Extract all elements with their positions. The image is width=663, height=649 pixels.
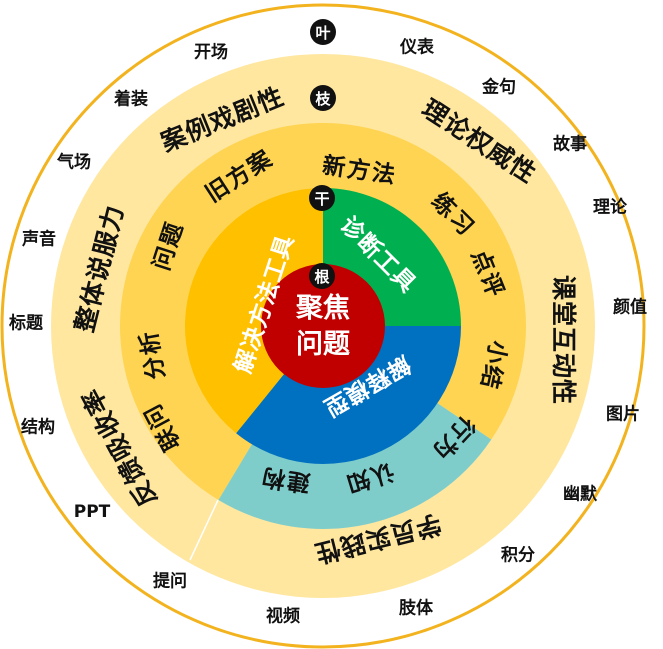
leaf-label: 故事	[553, 134, 587, 155]
center-core	[261, 264, 385, 388]
marker-branch: 枝	[310, 85, 336, 111]
leaf-label: 仪表	[400, 37, 434, 58]
leaf-label: 视频	[266, 606, 300, 627]
leaf-label: 开场	[194, 42, 228, 63]
center-line-2: 问题	[296, 329, 350, 360]
marker-root: 根	[309, 263, 335, 289]
leaf-label: 肢体	[399, 598, 433, 619]
segment-solution-tools	[184, 188, 323, 434]
marker-trunk: 干	[309, 185, 335, 211]
center-line-1: 聚焦	[296, 293, 350, 324]
leaf-label: 幽默	[563, 484, 597, 505]
leaf-label: 声音	[22, 229, 56, 250]
leaf-label: 标题	[9, 313, 43, 334]
ring-gap-line	[189, 499, 219, 561]
leaf-label: 金句	[482, 77, 516, 98]
marker-leaf: 叶	[310, 19, 336, 45]
segment-explanation-model	[236, 326, 461, 465]
leaf-label: 气场	[57, 152, 91, 173]
leaf-label: 着装	[114, 89, 148, 110]
leaf-label: 颜值	[613, 297, 647, 318]
center-label: 聚焦 问题	[296, 291, 350, 363]
leaf-label: 图片	[606, 404, 640, 425]
leaf-label: 积分	[501, 545, 535, 566]
outer-ring-label: 课堂互动性	[549, 274, 578, 406]
middle-label: 建构	[258, 462, 312, 496]
leaf-label: PPT	[73, 502, 111, 522]
leaf-label: 结构	[21, 417, 55, 438]
leaf-label: 提问	[153, 571, 187, 592]
leaf-label: 理论	[593, 197, 627, 218]
